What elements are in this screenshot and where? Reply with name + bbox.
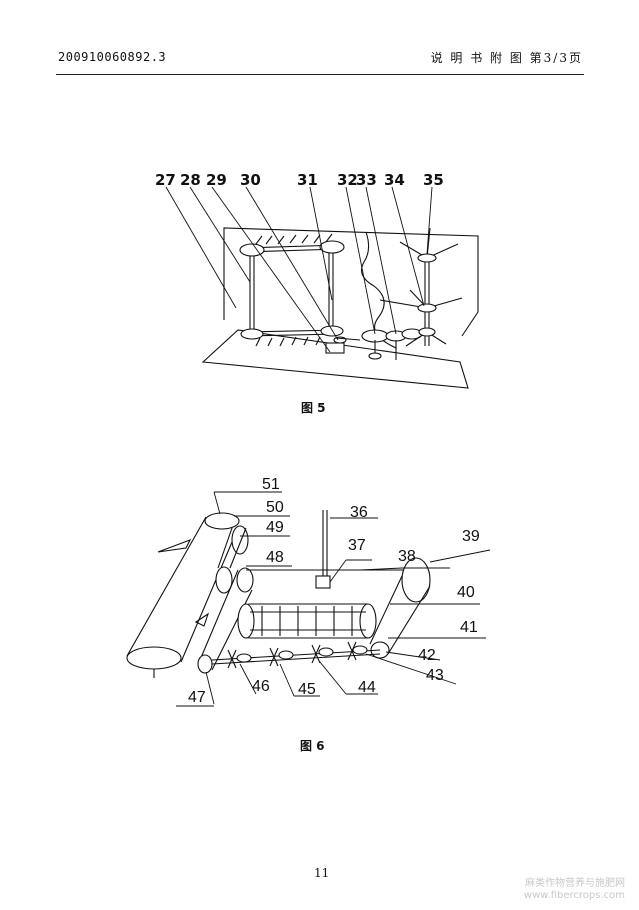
fig6-label-37: 37: [348, 537, 366, 554]
fig6-upper-pulleys: [215, 525, 254, 594]
fig6-label-48: 48: [266, 549, 284, 566]
fig5-label-30: 30: [240, 171, 261, 189]
fig5-label-29: 29: [206, 171, 227, 189]
fig6-rod-and-fitting: [315, 510, 331, 589]
figure-5-caption: 图 5: [301, 401, 326, 415]
watermark-line-1: 麻类作物营养与施肥网: [525, 878, 625, 889]
fig5-back-board: [223, 227, 479, 337]
fig6-label-44: 44: [358, 679, 376, 696]
fig5-vertical-shafts: [249, 253, 334, 330]
fig6-label-45: 45: [298, 681, 316, 698]
fig5-label-35: 35: [423, 171, 444, 189]
fig6-conveyor-tube: [126, 512, 240, 678]
fig6-long-belt: [197, 569, 253, 674]
fig6-label-38: 38: [398, 548, 416, 565]
fig5-label-28: 28: [180, 171, 201, 189]
fig6-label-51: 51: [262, 476, 280, 493]
fig5-label-34: 34: [384, 171, 405, 189]
fig5-leader-lines: [165, 186, 433, 353]
page-number: 11: [314, 866, 330, 880]
fig6-label-41: 41: [460, 619, 478, 636]
fig6-label-47: 47: [188, 689, 206, 706]
fig5-base-plate: [201, 329, 469, 389]
header-section-title: 说 明 书 附 图 第3/3页: [431, 49, 583, 66]
fig6-right-pulley-belt: [369, 557, 431, 659]
fig6-label-39: 39: [462, 528, 480, 545]
fig5-label-31: 31: [297, 171, 318, 189]
figure-6-caption: 图 6: [300, 739, 325, 753]
fig5-label-27: 27: [155, 171, 176, 189]
section-title: 说 明 书 附 图: [430, 51, 524, 65]
fig6-label-36: 36: [350, 504, 368, 521]
fig6-label-46: 46: [252, 678, 270, 695]
fig6-label-42: 42: [418, 647, 436, 664]
header-rule: [56, 74, 584, 75]
fig6-lower-shaft: [211, 641, 381, 669]
fig5-bottom-shaft: [240, 325, 344, 347]
fig6-drum-cage: [237, 603, 377, 639]
fig6-label-49: 49: [266, 519, 284, 536]
site-watermark: 麻类作物营养与施肥网 www.fibercrops.com: [524, 878, 625, 902]
watermark-line-2: www.fibercrops.com: [523, 890, 625, 901]
fig5-curved-panel: [361, 231, 397, 349]
fig6-label-50: 50: [266, 499, 284, 516]
page-of-indicator: 第3/3页: [529, 51, 583, 65]
fig5-label-33: 33: [356, 171, 377, 189]
patent-application-number: 200910060892.3: [58, 50, 167, 64]
fig6-label-43: 43: [426, 667, 444, 684]
fig6-leader-lines: [176, 491, 491, 707]
fig6-label-40: 40: [457, 584, 475, 601]
fig5-label-32: 32: [337, 171, 358, 189]
